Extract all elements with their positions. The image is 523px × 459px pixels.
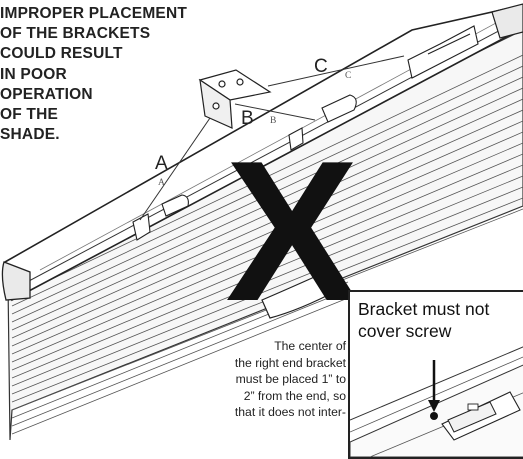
warning-line: COULD RESULT: [0, 45, 123, 63]
pleated-shade: [7, 29, 523, 441]
placement-warning: IMPROPER PLACEMENT OF THE BRACKETS COULD…: [0, 4, 240, 145]
label-c-small: C: [345, 71, 352, 81]
label-a: A: [155, 153, 168, 174]
warning-line: OF THE BRACKETS: [0, 25, 151, 43]
warning-line: OPERATION: [0, 85, 93, 103]
bracket-a: [132, 194, 189, 241]
note-line: that it does not inter-: [234, 405, 346, 420]
note-line: the right end bracket: [234, 355, 346, 370]
inset-title-line: cover screw: [358, 321, 452, 341]
note-line: 2” from the end, so: [243, 388, 346, 403]
note-line: The center of: [274, 339, 346, 353]
label-b: B: [241, 108, 254, 129]
label-c: C: [314, 56, 328, 77]
pull-handle: [261, 269, 339, 319]
bracket-c: [407, 25, 479, 79]
screw-icon: [430, 412, 438, 420]
bracket-detail: [198, 69, 272, 129]
placement-note: The center of the right end bracket must…: [178, 338, 346, 421]
warning-line: IMPROPER PLACEMENT: [0, 5, 188, 22]
bracket-b: [288, 94, 357, 151]
warning-line: SHADE.: [0, 126, 60, 144]
shade-illustration: [1, 3, 523, 441]
warning-line: IN POOR: [0, 65, 67, 83]
inset-illustration: [350, 346, 523, 457]
label-a-small: A: [158, 178, 165, 188]
installation-diagram: IMPROPER PLACEMENT OF THE BRACKETS COULD…: [0, 3, 523, 459]
inset-title: Bracket must not cover screw: [358, 298, 523, 342]
label-b-small: B: [270, 116, 277, 126]
cross-mark-icon: X: [225, 120, 358, 343]
screw-detail-inset: Bracket must not cover screw: [348, 290, 523, 459]
cross-mark: X: [225, 120, 358, 343]
warning-line: OF THE: [0, 105, 59, 123]
leader-lines: [139, 55, 405, 221]
inset-title-line: Bracket must not: [358, 299, 490, 319]
note-line: must be placed 1” to: [235, 372, 346, 387]
